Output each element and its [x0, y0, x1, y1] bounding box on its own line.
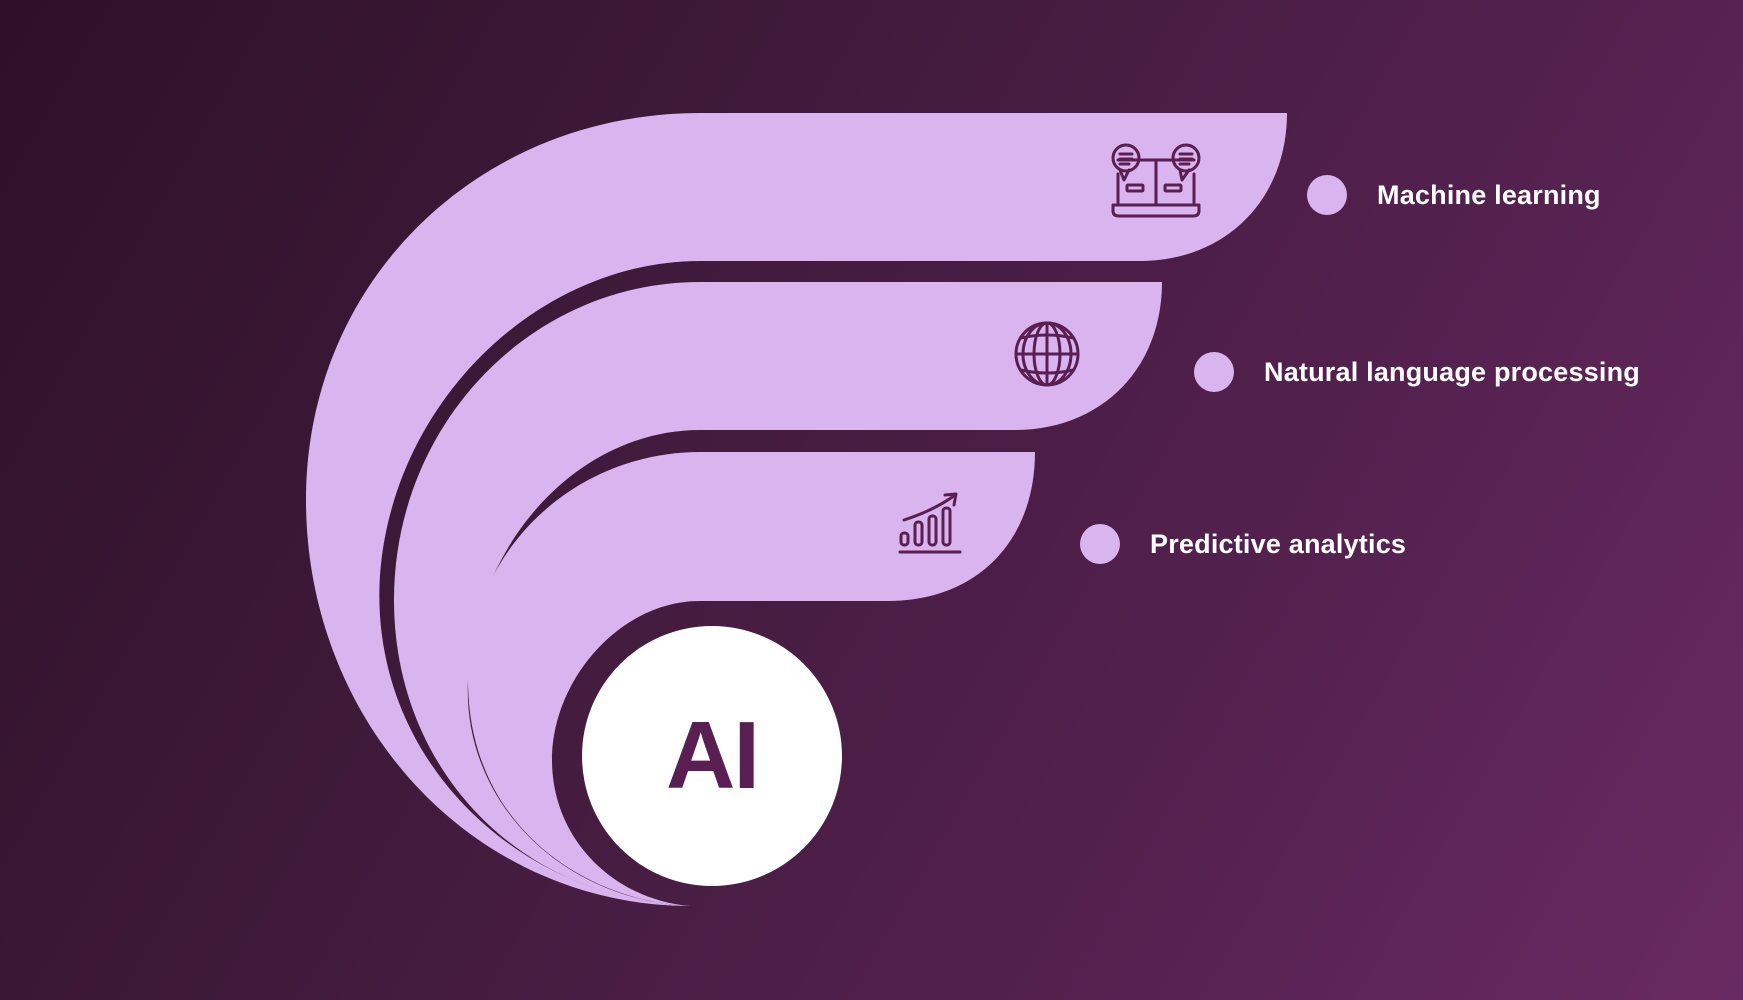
legend-label: Predictive analytics: [1150, 528, 1407, 559]
band-predictive-analytics: [468, 452, 1035, 906]
laptop-chat-icon: [1111, 143, 1201, 218]
ai-center-circle: [582, 626, 842, 886]
legend-item-predictive-analytics: Predictive analytics: [1080, 524, 1406, 564]
legend-dot: [1080, 524, 1120, 564]
legend-item-nlp: Natural language processing: [1194, 352, 1640, 392]
legend-dot: [1194, 352, 1234, 392]
legend-item-machine-learning: Machine learning: [1307, 175, 1601, 215]
legend-dot: [1307, 175, 1347, 215]
ai-center-label: AI: [666, 702, 760, 809]
legend-label: Machine learning: [1377, 179, 1601, 210]
globe-icon: [1014, 321, 1080, 387]
growth-chart-icon: [898, 492, 962, 554]
band-nlp: [394, 282, 1162, 906]
legend-label: Natural language processing: [1264, 356, 1640, 387]
band-machine-learning: [306, 113, 1287, 906]
